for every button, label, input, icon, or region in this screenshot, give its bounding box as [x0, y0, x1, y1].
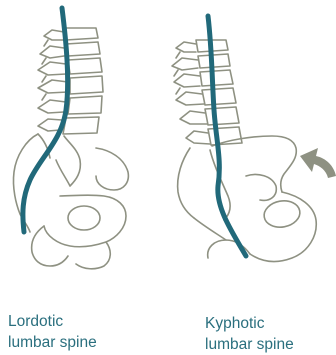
vertebra — [68, 96, 102, 114]
spinous-process — [180, 111, 207, 124]
vertebra — [70, 76, 103, 94]
facet — [42, 94, 46, 100]
kyphotic-vertebrae — [172, 40, 242, 145]
vertebra — [200, 70, 233, 86]
lordotic-pelvis — [13, 134, 128, 269]
kyphotic-caption: Kyphotic lumbar spine — [205, 313, 294, 355]
pubis — [32, 226, 68, 266]
vertebra — [202, 88, 236, 105]
lordotic-caption: Lordotic lumbar spine — [8, 311, 97, 353]
vertebra — [68, 58, 102, 74]
hip-socket — [96, 148, 128, 190]
lordotic-vertebrae — [38, 28, 103, 134]
kyphotic-caption-line1: Kyphotic — [205, 313, 294, 334]
ilium-back — [178, 148, 194, 218]
spinous-process — [44, 30, 64, 40]
facet — [44, 40, 48, 46]
spinous-process — [186, 131, 210, 144]
spinous-process — [174, 74, 200, 87]
vertebra — [205, 107, 239, 125]
vertebra — [63, 117, 99, 134]
vertebra — [66, 42, 100, 56]
kyphotic-figure — [172, 16, 336, 261]
facet — [42, 76, 46, 82]
vertebra — [64, 28, 98, 40]
spinous-process — [38, 100, 66, 113]
lordotic-figure — [13, 8, 128, 269]
lordotic-caption-line2: lumbar spine — [8, 332, 97, 353]
spinous-process — [40, 46, 64, 58]
facet — [174, 70, 178, 76]
sacrum — [56, 136, 80, 186]
spinous-process — [172, 58, 198, 70]
facet — [42, 58, 46, 64]
kyphotic-pelvis — [178, 136, 317, 261]
kyphotic-caption-line2: lumbar spine — [205, 334, 294, 355]
obturator-foramen — [68, 206, 100, 230]
pelvis-lower — [44, 195, 126, 247]
hip-socket — [246, 174, 276, 200]
facet — [176, 52, 180, 58]
facet — [176, 88, 180, 94]
obturator-foramen — [262, 198, 302, 230]
spinous-process — [176, 92, 204, 105]
lordotic-caption-line1: Lordotic — [8, 311, 97, 332]
spinous-process — [176, 42, 196, 52]
curved-arrow-icon — [300, 148, 336, 178]
ilium — [13, 134, 38, 232]
ischium — [194, 218, 226, 240]
